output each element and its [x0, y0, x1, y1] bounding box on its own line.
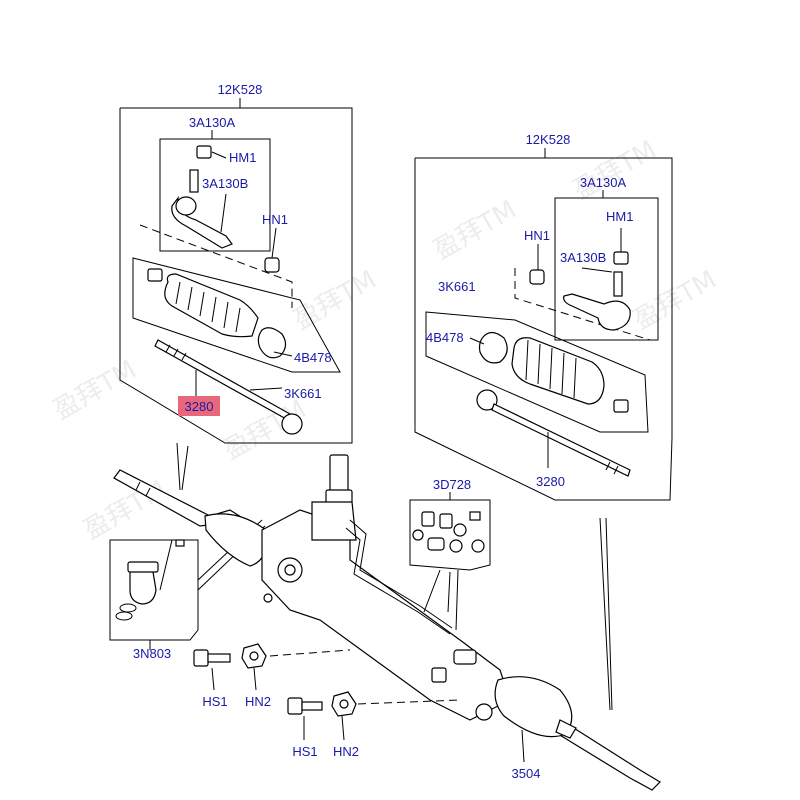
label-seal-kit: 3D728	[433, 477, 471, 492]
left-locknut	[264, 227, 280, 273]
label-bolt-1: HS1	[202, 694, 227, 709]
watermark: 盈拜TM	[49, 355, 142, 426]
left-nut-part	[196, 145, 212, 159]
label-group: 12K528 3A130A HM1 3A130B HN1 4B478 3K661…	[133, 82, 634, 781]
right-boot	[511, 337, 629, 413]
label-right-assembly: 12K528	[526, 132, 571, 147]
label-right-nut: HM1	[606, 209, 633, 224]
left-boot	[147, 268, 259, 338]
label-steering-gear: 3504	[512, 766, 541, 781]
nut-2	[331, 691, 461, 741]
label-left-tie-rod-end-body: 3A130B	[202, 176, 248, 191]
label-bushing-kit: 3N803	[133, 646, 171, 661]
left-clip	[257, 327, 293, 359]
label-left-locknut: HN1	[262, 212, 288, 227]
left-inner-tie-rod	[154, 339, 303, 435]
left-leaders	[176, 442, 189, 491]
right-tie-rod-end	[563, 228, 631, 331]
watermark: 盈拜TM	[429, 195, 522, 266]
label-right-boot-kit: 3K661	[438, 279, 476, 294]
label-left-nut: HM1	[229, 150, 256, 165]
left-tie-rod-end	[171, 145, 233, 249]
bolt-1	[193, 649, 231, 691]
right-leaders	[599, 517, 613, 711]
watermark: 盈拜TM	[569, 135, 662, 206]
label-left-tie-rod-end: 3A130A	[189, 115, 236, 130]
watermark: 盈拜TM	[629, 265, 722, 336]
right-clip	[469, 331, 508, 364]
bolt-2	[287, 697, 323, 740]
right-kit-box	[414, 148, 673, 501]
label-bolt-2: HS1	[292, 744, 317, 759]
label-right-tie-rod-end-body: 3A130B	[560, 250, 606, 265]
label-nut-1: HN2	[245, 694, 271, 709]
steering-gear	[113, 454, 661, 791]
highlight-box	[178, 396, 220, 416]
label-left-assembly: 12K528	[218, 82, 263, 97]
label-left-clip: 4B478	[294, 350, 332, 365]
label-right-locknut: HN1	[524, 228, 550, 243]
right-locknut	[529, 244, 545, 285]
watermark: 盈拜TM	[79, 475, 172, 546]
left-stud	[189, 169, 199, 193]
label-left-boot-kit: 3K661	[284, 386, 322, 401]
label-right-clip: 4B478	[426, 330, 464, 345]
right-inner-tie-rod	[476, 389, 631, 477]
watermark: 盈拜TM	[289, 265, 382, 336]
label-nut-2: HN2	[333, 744, 359, 759]
left-kit-box	[119, 98, 353, 444]
label-left-inner-tie-rod: 3280	[185, 399, 214, 414]
label-right-tie-rod-end: 3A130A	[580, 175, 627, 190]
label-right-inner-tie-rod: 3280	[536, 474, 565, 489]
nut-1	[241, 643, 351, 691]
seal-kit-box	[409, 492, 491, 631]
